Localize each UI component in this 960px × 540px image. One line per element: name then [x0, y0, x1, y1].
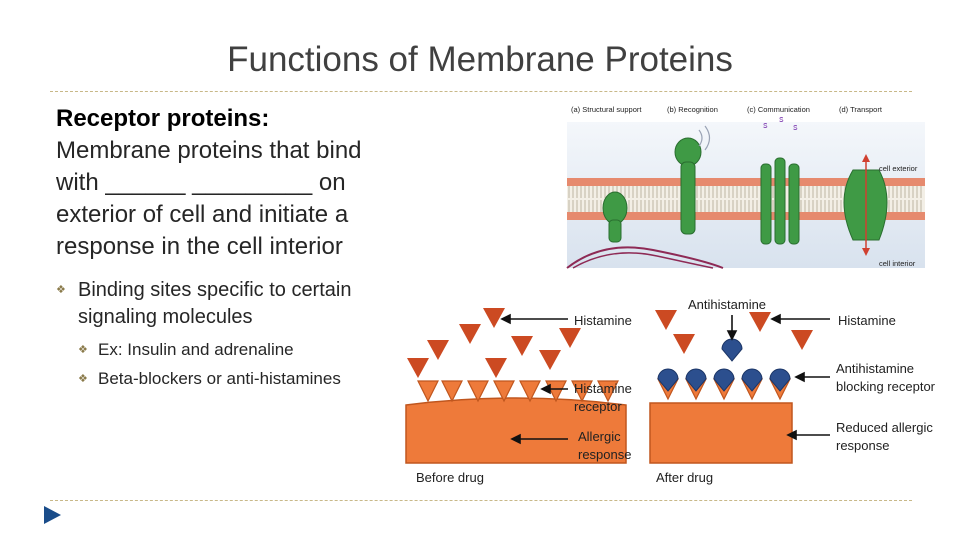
histamine	[749, 312, 771, 332]
svg-text:ꜱ: ꜱ	[763, 120, 768, 130]
next-slide-arrow-icon[interactable]	[44, 506, 61, 524]
antihistamine-blocking-label: Antihistamine	[836, 361, 914, 376]
sub-bullet-insulin: ❖ Ex: Insulin and adrenaline	[78, 339, 408, 361]
antihistamine-molecules	[657, 338, 791, 392]
histamine-receptor-label: receptor	[574, 399, 622, 414]
sub-bullet-beta-blockers: ❖ Beta-blockers or anti-histamines	[78, 368, 408, 390]
cytoskeleton-fiber	[572, 252, 714, 269]
cell-after-drug	[649, 402, 793, 464]
receptor	[519, 380, 541, 403]
callout-arrows	[500, 313, 830, 445]
histamine	[483, 308, 505, 328]
antihistamine	[741, 368, 763, 392]
sub-bullet-text: Ex: Insulin and adrenaline	[98, 340, 294, 359]
cytoskeleton-fiber	[566, 246, 724, 269]
receptor	[597, 380, 619, 403]
recognition-protein	[674, 137, 702, 235]
antihistamine	[657, 368, 679, 392]
receptor-definition: Receptor proteins: Membrane proteins tha…	[56, 103, 426, 263]
body-line: response in the cell interior	[56, 233, 343, 260]
cell-interior-label: cell interior	[879, 259, 916, 268]
histamine-label: Histamine	[574, 313, 632, 328]
title-divider	[50, 91, 912, 92]
histamine-molecules	[655, 310, 813, 354]
histamine	[511, 336, 533, 356]
transport-arrow-icon	[862, 154, 870, 256]
panel-label: (c) Communication	[747, 105, 810, 114]
antihistamine-label: Antihistamine	[688, 297, 766, 312]
histamine	[485, 358, 507, 378]
histamine	[673, 334, 695, 354]
antihistamine	[713, 368, 735, 392]
antihistamine	[769, 368, 791, 392]
membrane-proteins-figure: (a) Structural support (b) Recognition (…	[566, 105, 925, 269]
svg-text:ꜱ: ꜱ	[793, 122, 798, 132]
after-drug-label: After drug	[656, 470, 713, 485]
cell-exterior-label: cell exterior	[879, 164, 918, 173]
structural-protein	[602, 191, 628, 243]
histamine	[407, 358, 429, 378]
reduced-allergic-label: Reduced allergic	[836, 420, 933, 435]
signal-molecules-icon: ꜱ ꜱ ꜱ	[763, 114, 798, 132]
receptor	[493, 380, 515, 403]
slide-title: Functions of Membrane Proteins	[227, 40, 733, 79]
histamine	[559, 328, 581, 348]
body-line: exterior of cell and initiate a	[56, 201, 349, 228]
receptor	[545, 380, 567, 403]
panel-label: (d) Transport	[839, 105, 883, 114]
histamine-receptor-label: Histamine	[574, 381, 632, 396]
histamine-label-right: Histamine	[838, 313, 896, 328]
body-line: with ______ _________ on	[56, 169, 346, 196]
antihistamine-blocking-label: blocking receptor	[836, 379, 936, 394]
panel-label: (b) Recognition	[667, 105, 718, 114]
body-line: Membrane proteins that bind	[56, 137, 362, 164]
bullet-text: Binding sites specific to certain signal…	[78, 279, 352, 328]
allergic-response-label: Allergic	[578, 429, 621, 444]
histamine	[539, 350, 561, 370]
histamine-molecules	[407, 308, 581, 378]
reduced-allergic-label: response	[836, 438, 889, 453]
histamine	[427, 340, 449, 360]
histamine-receptors	[417, 380, 619, 403]
bullet-binding-sites: ❖ Binding sites specific to certain sign…	[56, 277, 416, 331]
receptor	[441, 380, 463, 403]
histamine	[459, 324, 481, 344]
antihistamine	[721, 338, 743, 362]
histamine-figure: Histamine Histamine receptor Allergic re…	[405, 297, 936, 485]
bullet-marker-icon: ❖	[78, 344, 88, 356]
receptor-heading: Receptor proteins:	[56, 105, 270, 132]
before-drug-label: Before drug	[416, 470, 484, 485]
receptor	[417, 380, 439, 403]
receptor	[571, 380, 593, 403]
histamine	[655, 310, 677, 330]
allergic-response-label: response	[578, 447, 631, 462]
cell-before-drug	[405, 397, 627, 464]
histamine	[791, 330, 813, 350]
bullet-marker-icon: ❖	[78, 373, 88, 385]
sub-bullet-text: Beta-blockers or anti-histamines	[98, 369, 341, 388]
bullet-marker-icon: ❖	[56, 284, 66, 296]
receptor	[467, 380, 489, 403]
communication-protein	[760, 157, 800, 245]
signal-waves-icon	[698, 125, 711, 151]
footer-divider	[50, 500, 912, 501]
panel-label: (a) Structural support	[571, 105, 642, 114]
svg-text:ꜱ: ꜱ	[779, 114, 784, 124]
antihistamine	[685, 368, 707, 392]
